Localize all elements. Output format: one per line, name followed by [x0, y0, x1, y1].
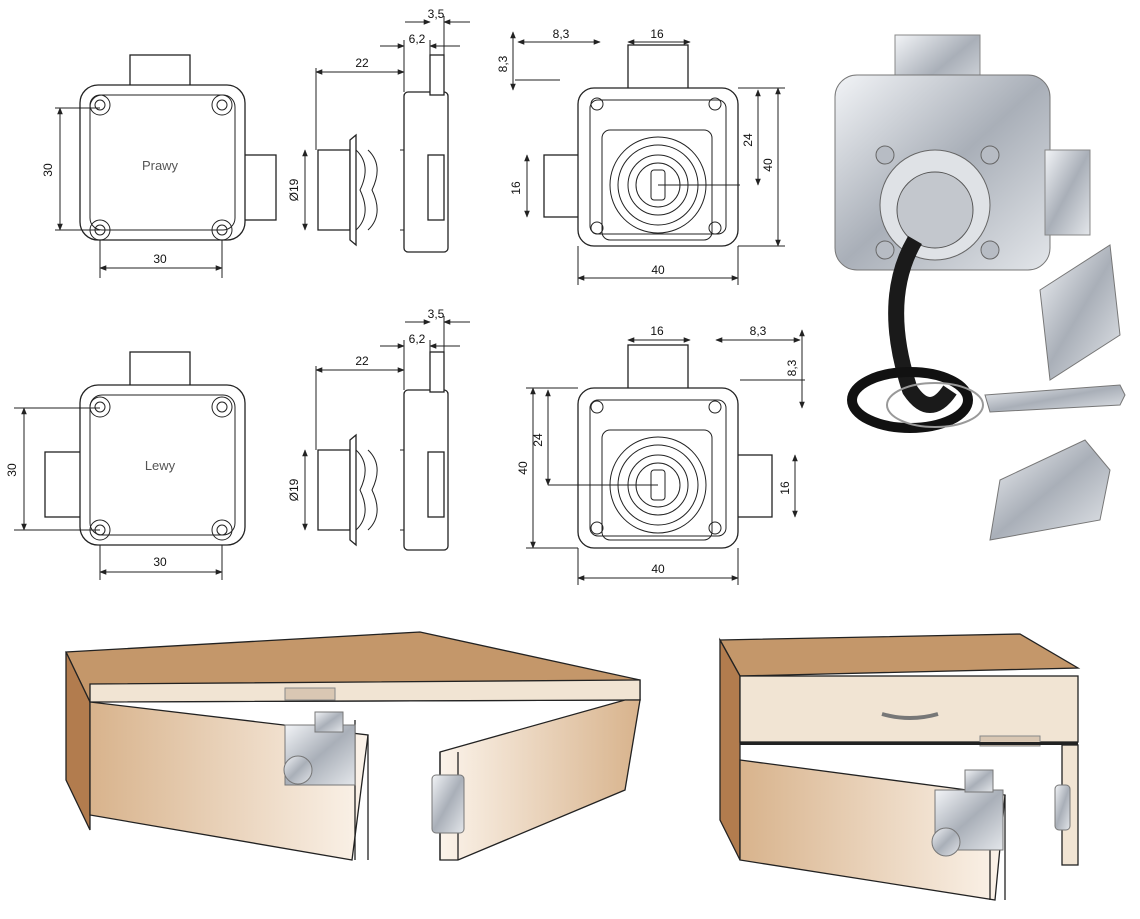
- dim-8-3-top-left: 8,3: [750, 324, 767, 338]
- dim-depth-22-left: 22: [355, 354, 369, 368]
- dim-diameter-19-left: Ø19: [287, 478, 301, 501]
- dim-16-top: 16: [650, 27, 664, 41]
- side-view-left: 22 6,2 3,5 Ø19: [287, 307, 470, 551]
- dim-depth-22: 22: [355, 56, 369, 70]
- side-view-right: 22 6,2 3,5 Ø19: [287, 7, 470, 253]
- cabinet-double-door-illustration: [64, 631, 641, 861]
- dim-3-5: 3,5: [428, 7, 445, 21]
- cabinet-drawer-illustration: [718, 633, 1081, 901]
- dim-8-3-side-left: 8,3: [785, 359, 799, 376]
- dim-width-30: 30: [153, 252, 167, 266]
- dim-height-30: 30: [41, 163, 55, 177]
- dim-16-top-left: 16: [650, 324, 664, 338]
- dim-8-3-side: 8,3: [496, 55, 510, 72]
- dim-40-side-left: 40: [516, 461, 530, 475]
- front-view-right: Prawy 30 30: [41, 54, 277, 278]
- dim-40-side: 40: [761, 158, 775, 172]
- dim-6-2-left: 6,2: [409, 332, 426, 346]
- dim-8-3-top: 8,3: [553, 27, 570, 41]
- lock-photo: [834, 34, 1126, 541]
- dim-6-2: 6,2: [409, 32, 426, 46]
- variant-label-left: Lewy: [145, 458, 176, 473]
- dim-24: 24: [741, 133, 755, 147]
- front-view-left: Lewy 30 30: [5, 351, 246, 580]
- dim-40-bottom-left: 40: [651, 562, 665, 576]
- dim-3-5-left: 3,5: [428, 307, 445, 321]
- dim-40-bottom: 40: [651, 263, 665, 277]
- rear-view-right: 8,3 16 8,3 16 24 40 40: [496, 27, 785, 285]
- variant-label-right: Prawy: [142, 158, 179, 173]
- dim-height-30-left: 30: [5, 463, 19, 477]
- dim-16-side-left: 16: [778, 481, 792, 495]
- dim-16-side: 16: [509, 181, 523, 195]
- rear-view-left: 16 8,3 8,3 16 24 40 40: [516, 324, 805, 585]
- dim-diameter-19: Ø19: [287, 178, 301, 201]
- dim-width-30-left: 30: [153, 555, 167, 569]
